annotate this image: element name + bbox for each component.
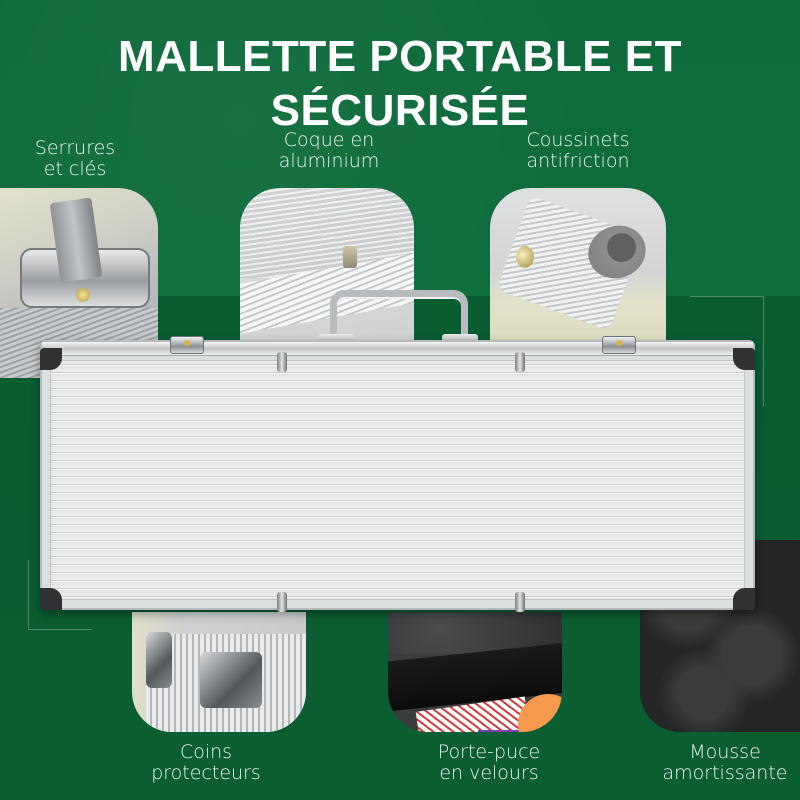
corner-protector [40,588,62,610]
hinge [277,352,287,372]
decorative-frame-line [690,296,764,406]
feature-label-line: Coins [179,741,233,763]
feature-label-line: aluminium [278,150,380,172]
lock-latch [602,336,636,354]
decorative-frame-line [28,560,92,630]
hinge [515,352,525,372]
feature-label-velvet: Porte-puce en velours [424,742,554,784]
aluminium-case [40,336,755,612]
aluminium-shell-icon [240,188,414,340]
feature-label-line: Serrures [34,137,116,159]
feature-label-foam: Mousse amortissante [654,742,796,784]
feature-label-corners: Coins protecteurs [140,742,272,784]
feature-label-line: Coussinets [526,129,630,151]
corner-protector [733,588,755,610]
feature-label-aluminium: Coque en aluminium [262,130,396,172]
feature-label-line: en velours [439,762,539,784]
feature-label-line: et clés [43,158,107,180]
hinge [277,592,287,612]
corner-protector [40,348,62,370]
feature-label-bumpers: Coussinets antifriction [508,130,648,172]
corner-protector [733,348,755,370]
hinge [515,592,525,612]
feature-label-line: protecteurs [151,762,261,784]
chip-tray-icon [388,612,562,732]
page-title: MALLETTE PORTABLE ET SÉCURISÉE [117,32,683,135]
corner-protector-icon [132,612,306,732]
feature-label-locks: Serrures et clés [20,138,130,180]
case-rim [42,342,753,356]
lock-latch [170,336,204,354]
feature-label-line: Mousse [689,741,761,763]
feature-label-line: antifriction [526,150,630,172]
case-ribs [50,360,745,600]
rubber-foot-icon [490,188,666,340]
feature-label-line: Coque en [283,129,375,151]
feature-label-line: Porte-puce [437,741,541,763]
case-handle [330,290,468,344]
feature-label-line: amortissante [662,762,788,784]
